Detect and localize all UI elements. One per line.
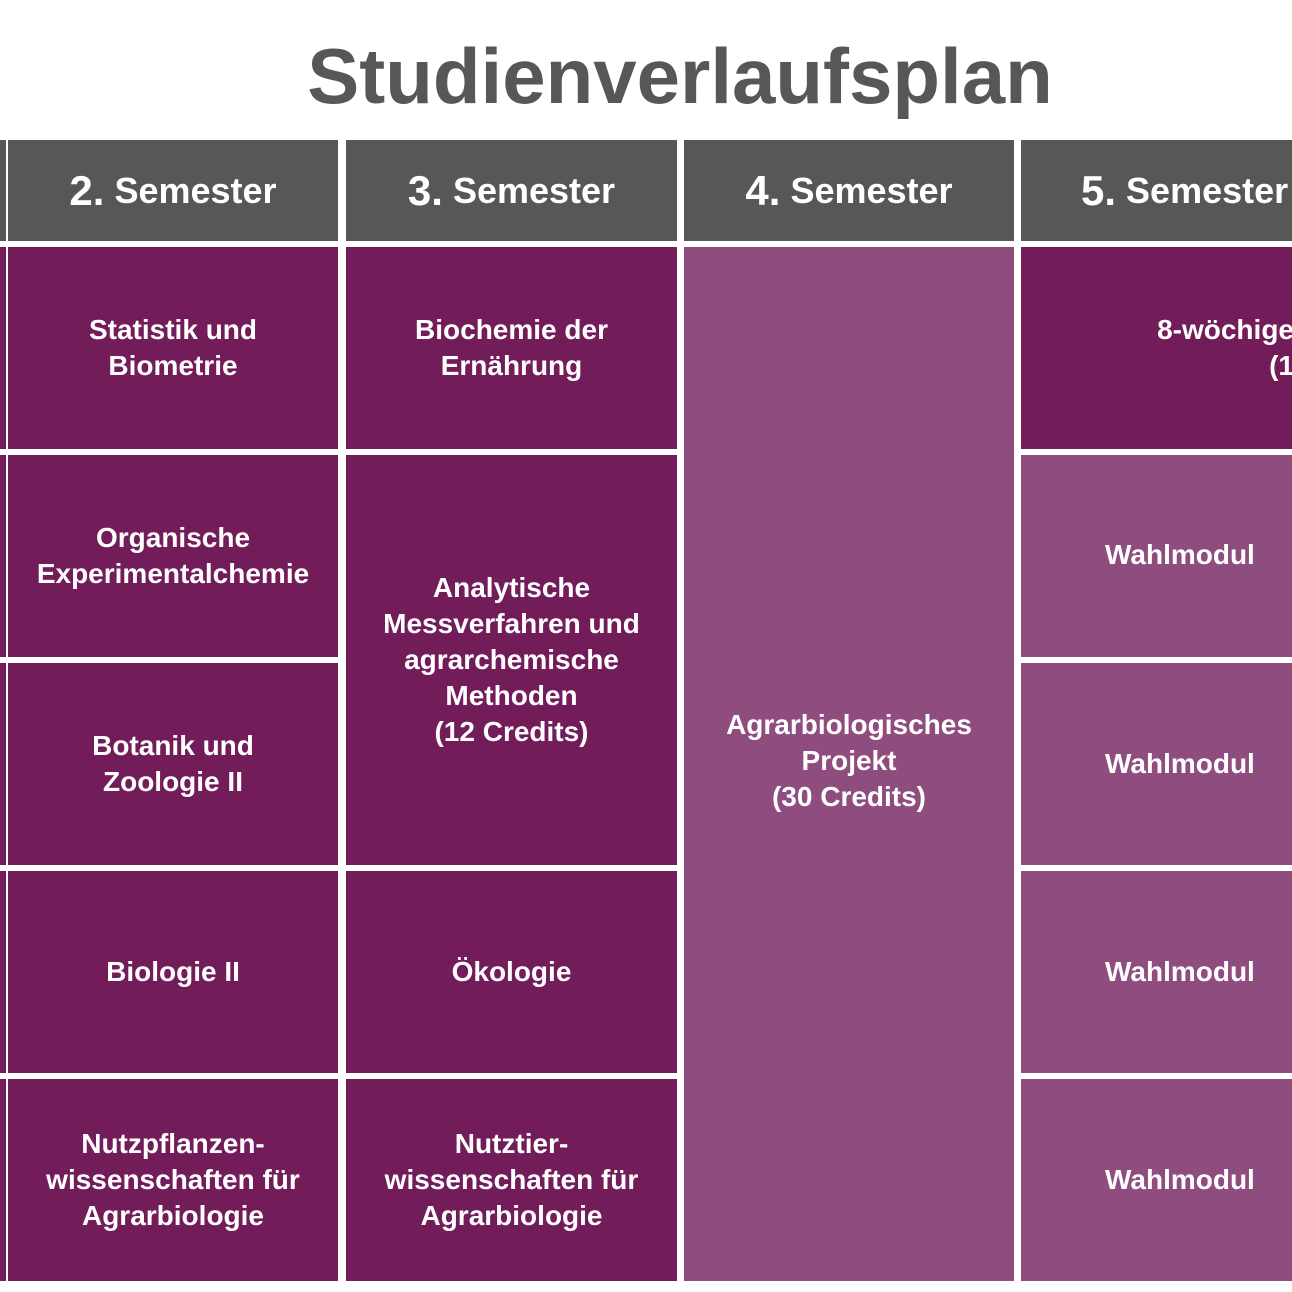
semester-number: 3. — [407, 166, 443, 214]
semester-number: 4. — [745, 166, 781, 214]
column-1-header-partial — [0, 140, 6, 241]
semester-4-header: 4. Semester — [684, 140, 1014, 241]
module-organische-experimentalchemie: Organische Experimentalchemie — [8, 455, 338, 657]
page-title: Studienverlaufsplan — [307, 32, 1053, 120]
semester-number: 5. — [1081, 166, 1117, 214]
column-1-cell-partial — [0, 1079, 6, 1281]
module-analytische-messverfahren: Analytische Messverfahren und agrarchemi… — [346, 455, 677, 865]
module-biochemie-der-ernaehrung: Biochemie der Ernährung — [346, 247, 677, 449]
semester-label: Semester — [790, 169, 953, 211]
module-statistik-und-biometrie: Statistik und Biometrie — [8, 247, 338, 449]
semester-5-header: 5. Semester — [1021, 140, 1292, 241]
module-praktikum-text: 8-wöchige (1 — [1157, 314, 1292, 381]
module-wahlmodul: Wahlmodul — [1021, 663, 1292, 865]
semester-label: Semester — [114, 169, 277, 211]
module-wahlmodul: Wahlmodul — [1021, 871, 1292, 1073]
module-nutzpflanzenwissenschaften: Nutzpflanzen- wissenschaften für Agrarbi… — [8, 1079, 338, 1281]
semester-3-header: 3. Semester — [346, 140, 677, 241]
module-nutztierwissenschaften: Nutztier- wissenschaften für Agrarbiolog… — [346, 1079, 677, 1281]
column-1-cell-partial — [0, 247, 6, 449]
semester-label: Semester — [452, 169, 616, 211]
module-biologie-ii: Biologie II — [8, 871, 338, 1073]
column-1-cell-partial — [0, 455, 6, 657]
module-agrarbiologisches-projekt: Agrarbiologisches Projekt (30 Credits) — [684, 247, 1014, 1281]
module-wahlmodul: Wahlmodul — [1021, 1079, 1292, 1281]
module-botanik-und-zoologie-ii: Botanik und Zoologie II — [8, 663, 338, 865]
module-praktikum-partial: 8-wöchige (1 — [1021, 247, 1292, 449]
module-oekologie: Ökologie — [346, 871, 677, 1073]
module-wahlmodul: Wahlmodul — [1021, 455, 1292, 657]
semester-label: Semester — [1126, 169, 1289, 211]
semester-number: 2. — [69, 166, 105, 214]
column-1-cell-partial — [0, 663, 6, 865]
column-1-cell-partial — [0, 871, 6, 1073]
semester-2-header: 2. Semester — [8, 140, 338, 241]
